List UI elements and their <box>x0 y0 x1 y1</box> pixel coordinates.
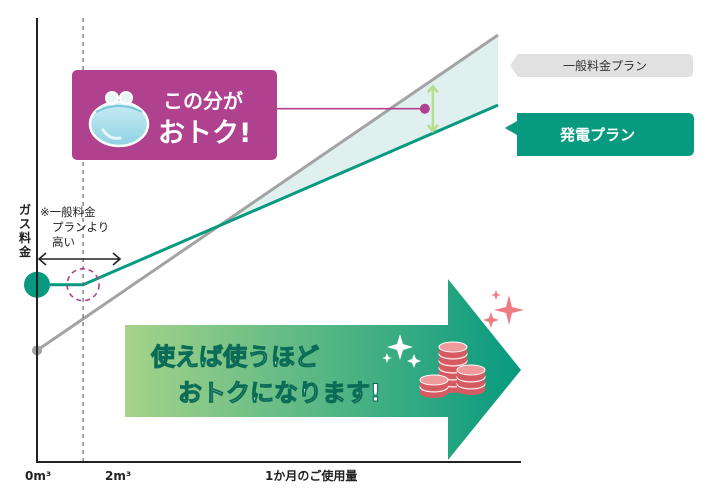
series-line-general-plan <box>36 33 499 352</box>
y-axis-label: ガス料金 <box>18 202 32 259</box>
range-double-arrow <box>37 252 122 266</box>
sparkle-pink-icon <box>483 290 524 328</box>
legend-general-plan-label: 一般料金プラン <box>563 58 647 73</box>
coin-stack-icon <box>419 341 486 398</box>
legend-hatsuden-plan: 発電プラン <box>505 113 694 156</box>
legend-general-plan: 一般料金プラン <box>510 54 693 77</box>
crossover-circle <box>66 267 100 302</box>
x-axis-label: 1か月のご使用量 <box>265 468 357 483</box>
usage-benefit-arrow: 使えば使うほど おトクになります! <box>125 279 521 460</box>
note-line-2: プランより <box>52 220 109 234</box>
callout-line-1: この分が <box>163 89 243 113</box>
x-tick-label-2: 2m³ <box>105 469 131 483</box>
note-line-1: ※一般料金 <box>40 205 96 219</box>
legend-hatsuden-plan-label: 発電プラン <box>559 126 635 144</box>
savings-gap-marker <box>277 84 439 134</box>
note-line-3: 高い <box>52 235 75 249</box>
note-higher-than-general: ※一般料金 プランより 高い <box>40 205 109 249</box>
x-tick-label-0: 0m³ <box>25 469 51 483</box>
callout-line-2: おトク! <box>158 118 251 149</box>
sparkle-white-icon <box>382 334 421 368</box>
purse-icon <box>88 91 150 148</box>
savings-callout: この分が おトク! <box>72 70 277 160</box>
arrow-line-2: おトクになります! <box>178 379 381 407</box>
arrow-line-1: 使えば使うほど <box>150 343 319 371</box>
